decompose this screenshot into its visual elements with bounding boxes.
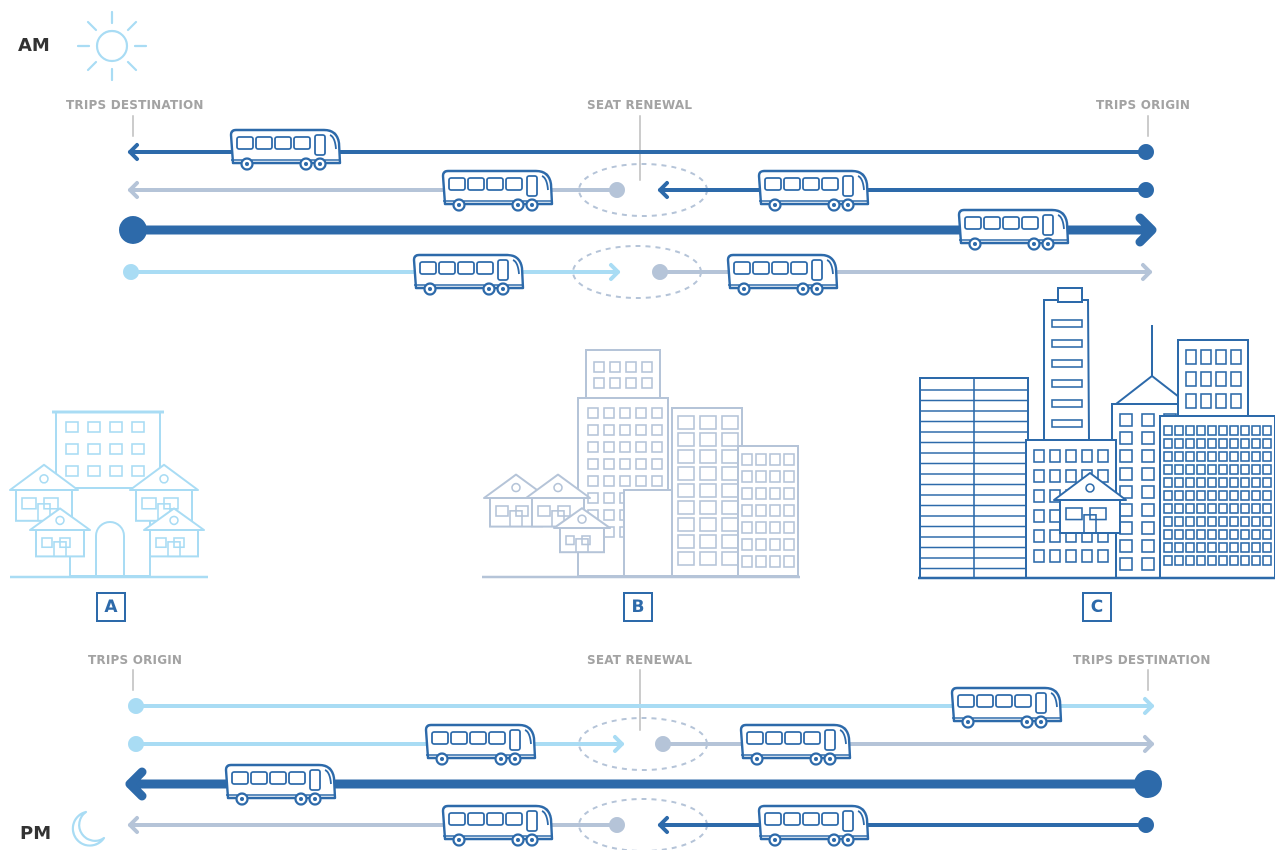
pm-route-3-origin-dot (1134, 770, 1162, 798)
am-route-2b-bus (759, 171, 868, 211)
am-route-4b-renewal-dot (652, 264, 668, 280)
zone-b-lobby (624, 490, 672, 576)
am-route-2a-bus (443, 171, 552, 211)
pm-route-2a-origin-dot (128, 736, 144, 752)
pm-route-3-bus (226, 765, 335, 805)
am-route-1-origin-dot (1138, 144, 1154, 160)
pm-route-4a-bus (443, 806, 552, 846)
zone-c-grid-building (1160, 416, 1275, 578)
am-route-4a-bus (414, 255, 523, 295)
pm-route-2a-bus (426, 725, 535, 765)
zone-b-tower-crown (586, 350, 660, 398)
am-route-2a-renewal-dot (609, 182, 625, 198)
zone-c-glass-tower-top (1058, 288, 1082, 302)
pm-route-4a-renewal-dot (609, 817, 625, 833)
am-route-4a-origin-dot (123, 264, 139, 280)
pm-route-4b-bus (759, 806, 868, 846)
pm-route-2b-bus (741, 725, 850, 765)
am-route-1-bus (231, 130, 340, 170)
am-route-4b-bus (728, 255, 837, 295)
pm-route-2b-renewal-dot (655, 736, 671, 752)
pm-route-1-bus (952, 688, 1061, 728)
am-route-3-bus (959, 210, 1068, 250)
am-route-3-origin-dot (119, 216, 147, 244)
am-route-2b-origin-dot (1138, 182, 1154, 198)
pm-route-4b-origin-dot (1138, 817, 1154, 833)
pm-route-1-origin-dot (128, 698, 144, 714)
